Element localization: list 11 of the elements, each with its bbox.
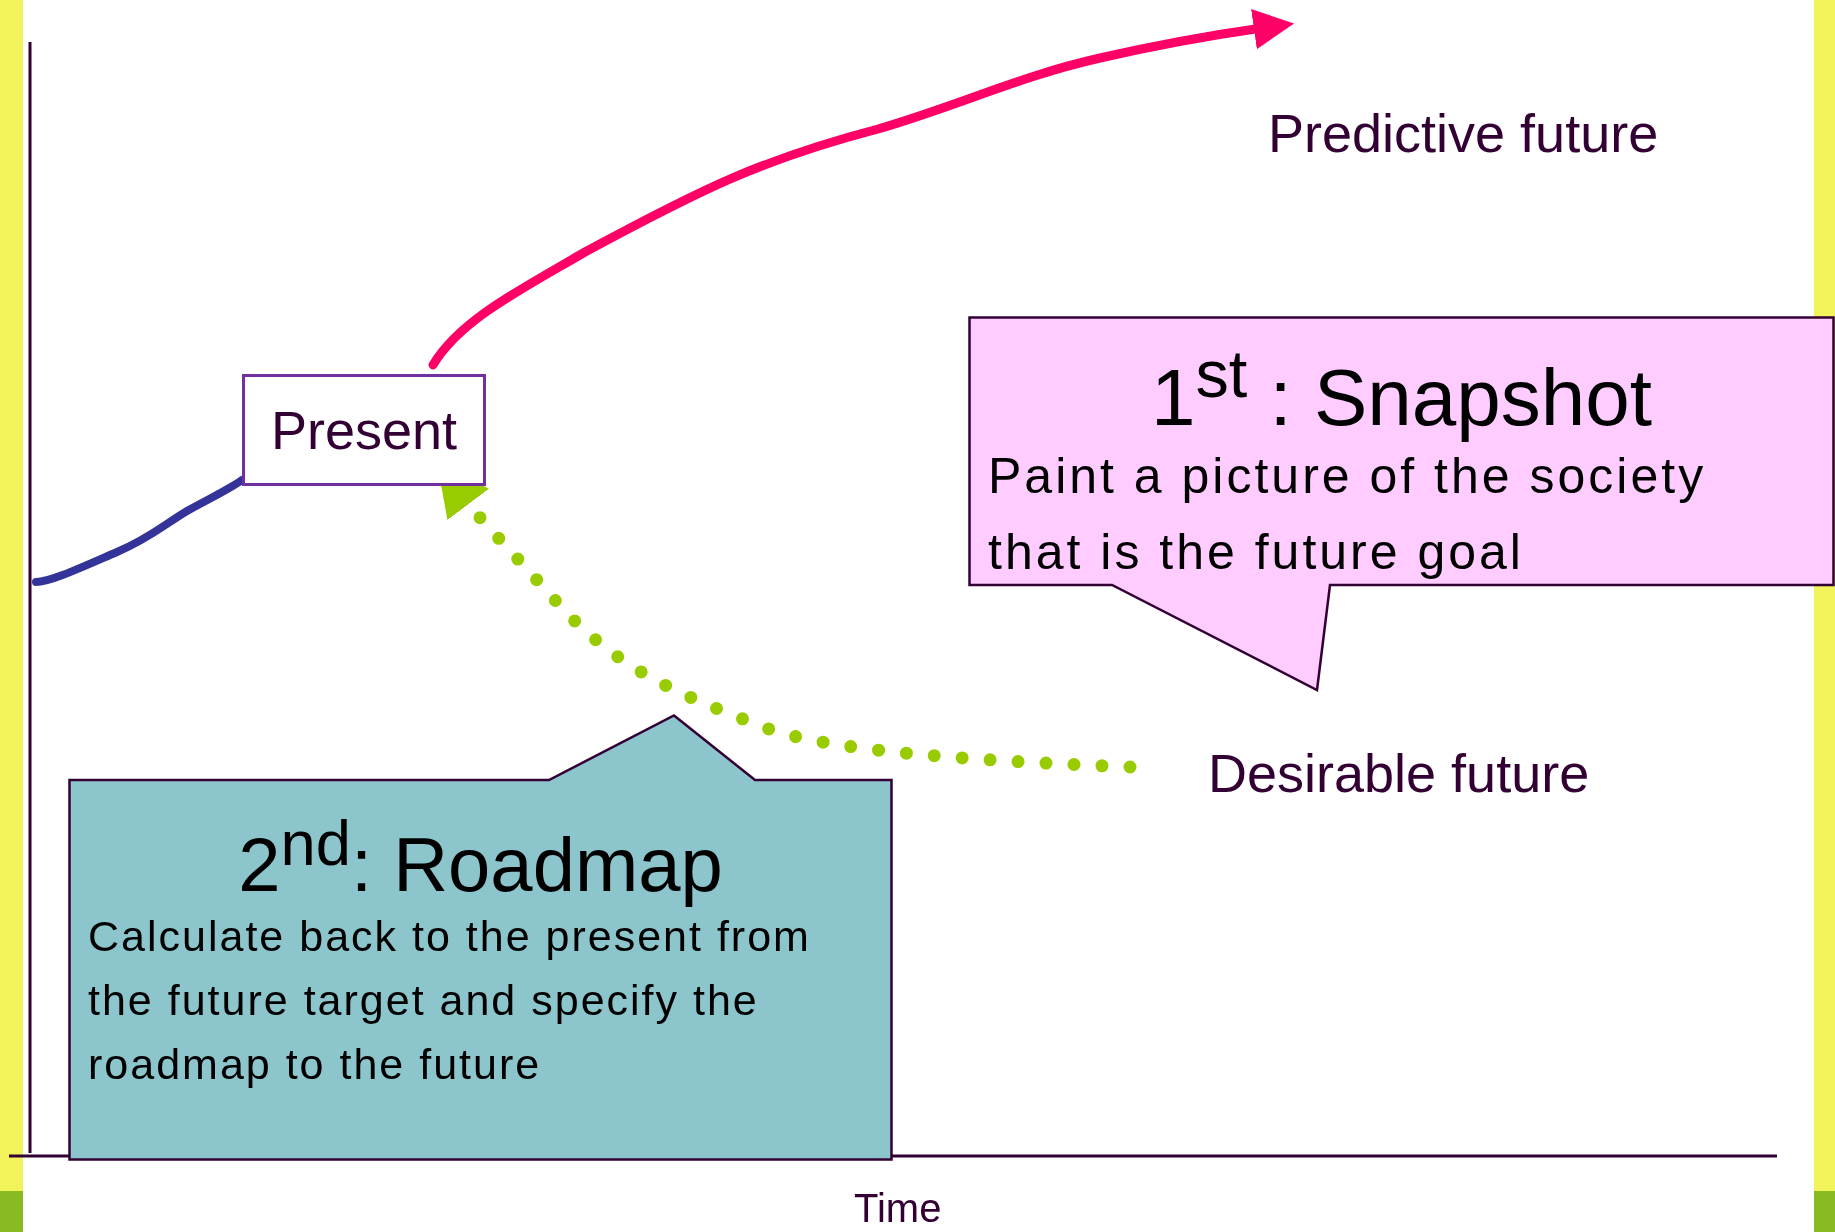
curved-arrow: [428, 9, 1295, 370]
present-box: Present: [242, 374, 486, 486]
axis-label: Time: [854, 1186, 942, 1230]
callout-heading: 1$^{st}$ : Snapshot: [1149, 336, 1654, 444]
speech-bubble: [968, 316, 1835, 692]
curve-label: Predictive future: [1268, 24, 1659, 165]
callout-heading: 2$^{nd}$: Roadmap: [237, 807, 724, 910]
callout-text: Paint a picture of the society that is the future goal: [988, 447, 1708, 582]
speech-bubble: [68, 714, 893, 1161]
callout-text: Calculate back to the present from the future target and specify the roadmap to the future: [88, 911, 812, 1090]
curve-label: Desirable future: [1130, 742, 1590, 805]
